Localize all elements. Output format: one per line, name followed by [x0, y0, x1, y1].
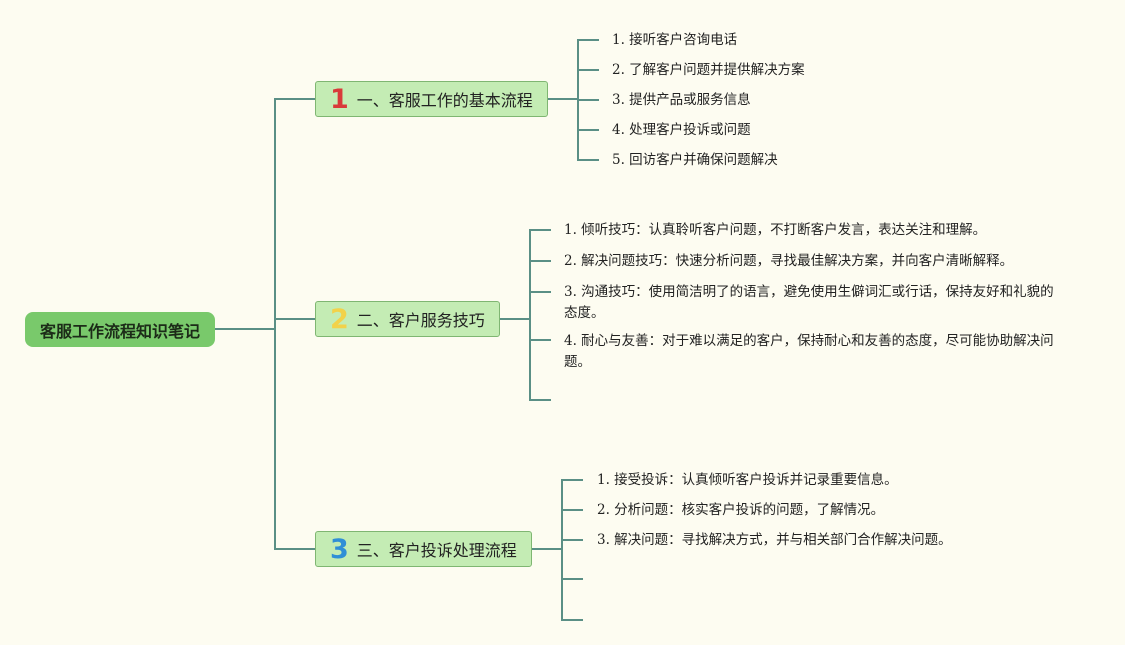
number-one-icon: 1: [330, 83, 349, 115]
branch-basic-process[interactable]: 1 一、客服工作的基本流程: [315, 81, 548, 117]
leaf-item[interactable]: 1. 接受投诉：认真倾听客户投诉并记录重要信息。: [597, 472, 898, 488]
number-two-icon: 2: [330, 303, 349, 335]
branch-label: 一、客服工作的基本流程: [356, 91, 533, 110]
leaf-item[interactable]: 4. 耐心与友善：对于难以满足的客户，保持耐心和友善的态度，尽可能协助解决问题。: [564, 333, 1054, 370]
number-three-icon: 3: [330, 533, 349, 565]
branch-complaint-process[interactable]: 3 三、客户投诉处理流程: [315, 531, 532, 567]
root-topic-label: 客服工作流程知识笔记: [39, 321, 200, 341]
leaf-item[interactable]: 3. 提供产品或服务信息: [612, 92, 751, 108]
branch-label: 三、客户投诉处理流程: [356, 541, 517, 560]
leaf-item[interactable]: 2. 了解客户问题并提供解决方案: [612, 62, 805, 78]
leaf-item[interactable]: 5. 回访客户并确保问题解决: [612, 152, 778, 168]
branch-service-skills[interactable]: 2 二、客户服务技巧: [315, 301, 500, 337]
leaf-item[interactable]: 3. 沟通技巧：使用简洁明了的语言，避免使用生僻词汇或行话，保持友好和礼貌的态度…: [564, 284, 1054, 321]
leaf-item[interactable]: 4. 处理客户投诉或问题: [612, 122, 751, 138]
leaf-item[interactable]: 2. 分析问题：核实客户投诉的问题，了解情况。: [597, 502, 885, 518]
root-topic[interactable]: 客服工作流程知识笔记: [25, 312, 215, 347]
leaf-item[interactable]: 3. 解决问题：寻找解决方式，并与相关部门合作解决问题。: [597, 532, 952, 548]
branch-label: 二、客户服务技巧: [356, 311, 485, 330]
leaf-item[interactable]: 2. 解决问题技巧：快速分析问题，寻找最佳解决方案，并向客户清晰解释。: [564, 253, 1014, 269]
leaf-item[interactable]: 1. 接听客户咨询电话: [612, 32, 738, 48]
leaf-item[interactable]: 1. 倾听技巧：认真聆听客户问题，不打断客户发言，表达关注和理解。: [564, 222, 987, 238]
